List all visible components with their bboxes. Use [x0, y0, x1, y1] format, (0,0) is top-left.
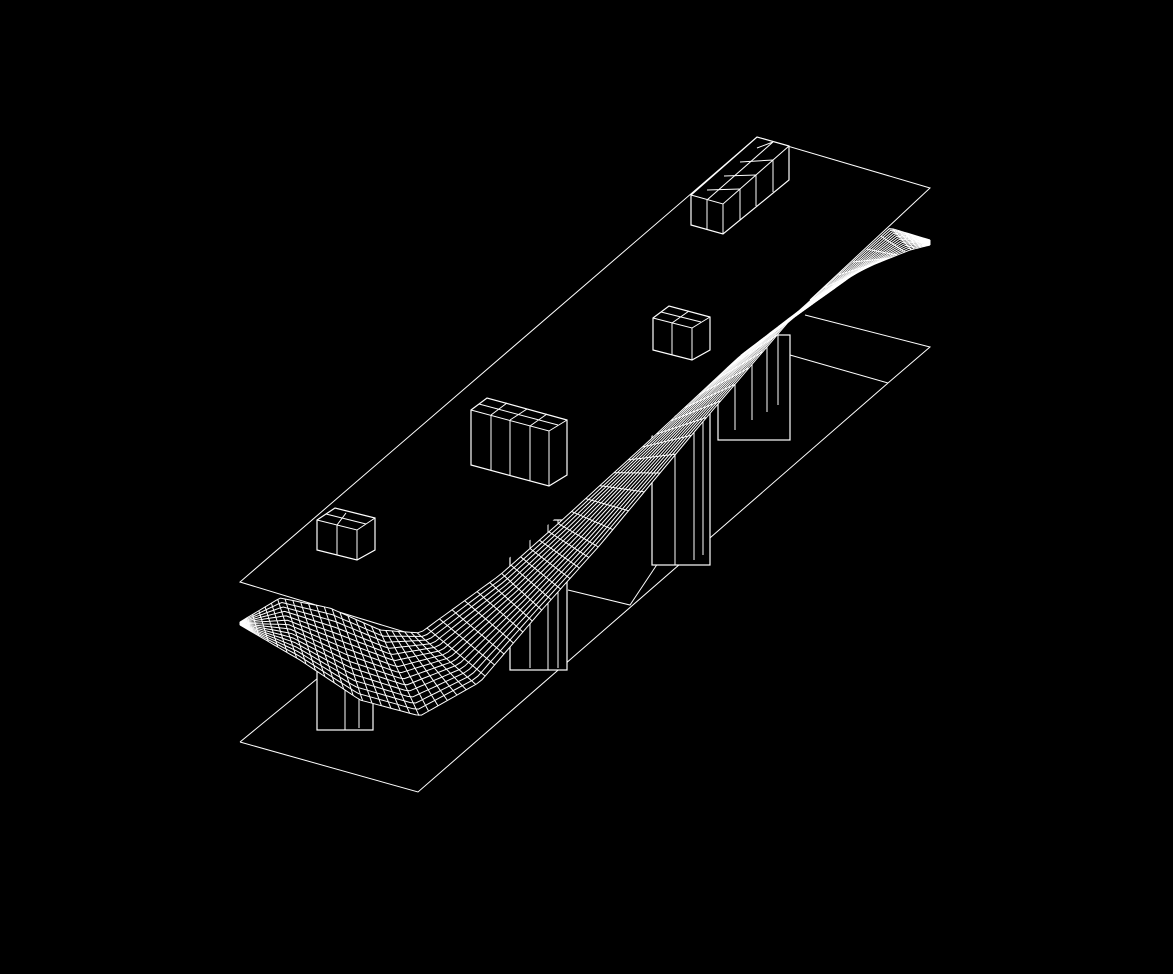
- mesh-line-cross: [270, 602, 288, 653]
- mesh-line-cross: [656, 417, 707, 435]
- mesh-line-cross: [891, 228, 912, 251]
- mesh-line-cross: [585, 498, 629, 512]
- mesh-line-cross: [355, 619, 392, 709]
- mesh-line-cross: [426, 627, 486, 677]
- mesh-line-cross: [416, 632, 477, 685]
- mesh-line-cross: [880, 235, 906, 253]
- mesh-line-cross: [824, 264, 874, 289]
- mesh-line-cross: [323, 606, 354, 696]
- mesh-line-cross: [916, 235, 925, 247]
- mesh-line-cross: [628, 453, 676, 461]
- mesh-line-cross: [292, 600, 316, 671]
- mesh-line-cross: [284, 598, 307, 665]
- mesh-line-cross: [339, 612, 373, 704]
- mesh-line-cross: [539, 539, 580, 569]
- mesh-line-cross: [391, 630, 439, 707]
- mesh-line-cross: [308, 603, 335, 684]
- bottom-plane: [239, 314, 932, 793]
- mesh-line-cross: [245, 618, 250, 631]
- mesh-line-cross: [712, 351, 764, 382]
- mesh-line-cross: [331, 608, 364, 701]
- mesh-line-cross: [923, 237, 928, 247]
- mesh-line-cross: [910, 233, 921, 248]
- mesh-line-cross: [529, 548, 571, 579]
- mesh-line-cross: [501, 573, 543, 611]
- mesh-line-cross: [277, 599, 298, 659]
- roof-boxes: [316, 136, 790, 561]
- mesh-line-cross: [451, 609, 505, 655]
- mesh-line-cross: [476, 591, 524, 633]
- mesh-line-cross: [670, 400, 721, 422]
- mesh-line-cross: [464, 600, 514, 644]
- mesh-line-cross: [439, 618, 495, 666]
- mesh-line-cross: [852, 257, 890, 263]
- mesh-line-cross: [370, 625, 411, 714]
- mesh-line-cross: [698, 367, 750, 395]
- wave-surface-mesh: [239, 228, 931, 717]
- mesh-line-cross: [300, 601, 326, 677]
- roof-box-1: [316, 507, 376, 561]
- mesh-line-cross: [397, 631, 448, 701]
- mesh-line-cross: [642, 434, 692, 448]
- mesh-line-cross: [904, 232, 918, 249]
- roof-box-2: [470, 397, 568, 487]
- roof-box-4: [690, 136, 790, 235]
- mesh-line-cross: [838, 260, 882, 276]
- mesh-line-cross: [410, 631, 467, 691]
- mesh-line-cross: [347, 615, 382, 706]
- mesh-line-cross: [726, 334, 778, 369]
- mesh-line-cross: [510, 564, 552, 600]
- mesh-line-cross: [599, 485, 645, 493]
- mesh-line-cross: [489, 582, 533, 622]
- mesh-line-cross: [363, 622, 401, 711]
- mesh-line-cross: [810, 267, 866, 302]
- mesh-line-cross: [385, 630, 430, 712]
- mesh-line-cross: [866, 248, 898, 256]
- mesh-line-cross: [264, 606, 279, 648]
- roof-box-3: [652, 305, 711, 361]
- mesh-line-cross: [404, 631, 458, 696]
- mesh-line-cross: [898, 230, 915, 250]
- mesh-line-cross: [315, 605, 345, 690]
- mesh-line-cross: [378, 629, 420, 717]
- mesh-line-cross: [571, 511, 614, 531]
- mesh-line-cross: [252, 614, 260, 637]
- mesh-line-cross: [548, 531, 590, 558]
- mesh-line-cross: [258, 610, 269, 642]
- mesh-line-cross: [558, 523, 599, 548]
- mesh-line-cross: [684, 384, 735, 409]
- mesh-line-cross: [520, 556, 561, 590]
